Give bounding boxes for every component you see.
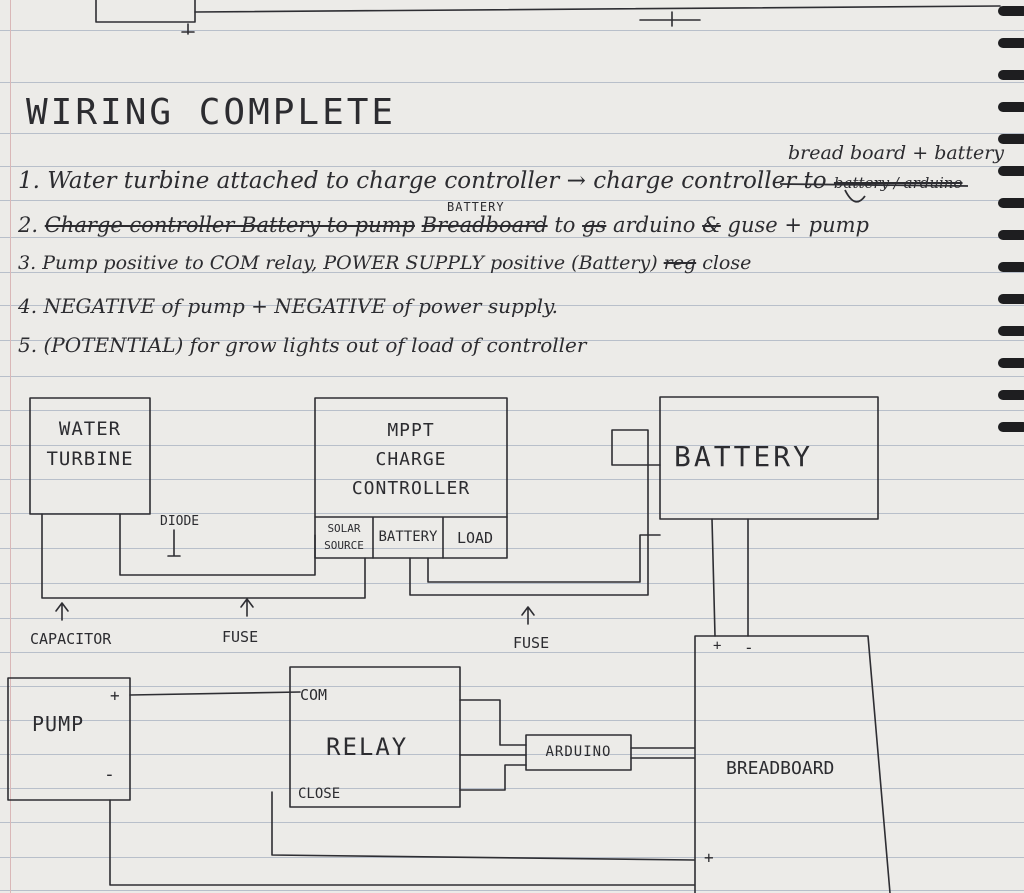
struck-text: Charge controller Battery to pump: [44, 213, 415, 237]
note-line-5: 5. (POTENTIAL) for grow lights out of lo…: [18, 333, 586, 357]
arrow-icon: →: [566, 168, 586, 194]
note-text: close: [702, 252, 752, 274]
note-text: Water turbine attached to charge control…: [47, 168, 560, 194]
page-heading: WIRING COMPLETE: [26, 92, 397, 133]
note-text: Pump positive to COM relay, POWER SUPPLY…: [42, 252, 658, 274]
breadboard-positive-bottom: +: [704, 848, 714, 867]
note-text: guse + pump: [727, 213, 869, 237]
struck-text: &: [702, 213, 721, 237]
line-number: 4.: [18, 294, 38, 318]
line-number: 2.: [18, 213, 39, 237]
relay-box: [289, 666, 461, 808]
note-line-3: 3. Pump positive to COM relay, POWER SUP…: [18, 252, 751, 274]
diode-label: DIODE: [160, 514, 200, 529]
arduino-label: ARDUINO: [545, 744, 612, 760]
note-text: arduino: [613, 213, 696, 237]
note-line-4: 4. NEGATIVE of pump + NEGATIVE of power …: [18, 294, 558, 318]
note-text: (POTENTIAL) for grow lights out of load …: [43, 333, 587, 357]
annotation-breadboard-battery: bread board + battery: [788, 142, 1005, 164]
struck-text: Breadboard: [421, 213, 548, 237]
pump-negative: -: [104, 764, 115, 785]
note-line-1: 1. Water turbine attached to charge cont…: [18, 168, 963, 194]
relay-label: RELAY: [326, 733, 409, 761]
struck-text: reg: [663, 252, 697, 274]
breadboard-positive-top: +: [713, 638, 722, 654]
mppt-label: MPPT CHARGE CONTROLLER: [351, 420, 471, 499]
mppt-box: [314, 397, 508, 559]
relay-com-label: COM: [300, 686, 328, 704]
line-number: 5.: [18, 333, 38, 357]
line-number: 3.: [18, 252, 37, 274]
port-solar-source: SOLAR SOURCE: [324, 522, 364, 552]
note-text: charge controller to: [593, 168, 827, 194]
battery-label: BATTERY: [674, 440, 814, 473]
fuse-label-2: FUSE: [513, 634, 550, 652]
breadboard-negative-top: -: [744, 638, 754, 657]
breadboard-label: BREADBOARD: [726, 758, 835, 779]
fuse-label-1: FUSE: [222, 628, 259, 646]
note-line-2: 2. Charge controller Battery to pump Bre…: [18, 213, 869, 237]
note-text: NEGATIVE of pump + NEGATIVE of power sup…: [43, 294, 558, 318]
line-number: 1.: [18, 168, 40, 194]
port-battery: BATTERY: [378, 529, 438, 545]
pump-label: PUMP: [32, 712, 85, 736]
arduino-box: [525, 734, 632, 771]
relay-close-label: CLOSE: [298, 786, 341, 802]
struck-text: battery / arduino: [833, 174, 963, 192]
struck-text: gs: [582, 213, 607, 237]
port-load: LOAD: [456, 529, 494, 547]
margin-line: [10, 0, 11, 893]
battery-box: [659, 396, 879, 520]
water-turbine-box: [29, 397, 151, 515]
note-text: to: [554, 213, 576, 237]
pump-box: [7, 677, 131, 801]
pump-positive: +: [110, 686, 120, 705]
annotation-battery-caret: BATTERY: [447, 200, 505, 214]
capacitor-label: CAPACITOR: [30, 630, 112, 648]
water-turbine-label: WATER TURBINE: [46, 418, 134, 470]
